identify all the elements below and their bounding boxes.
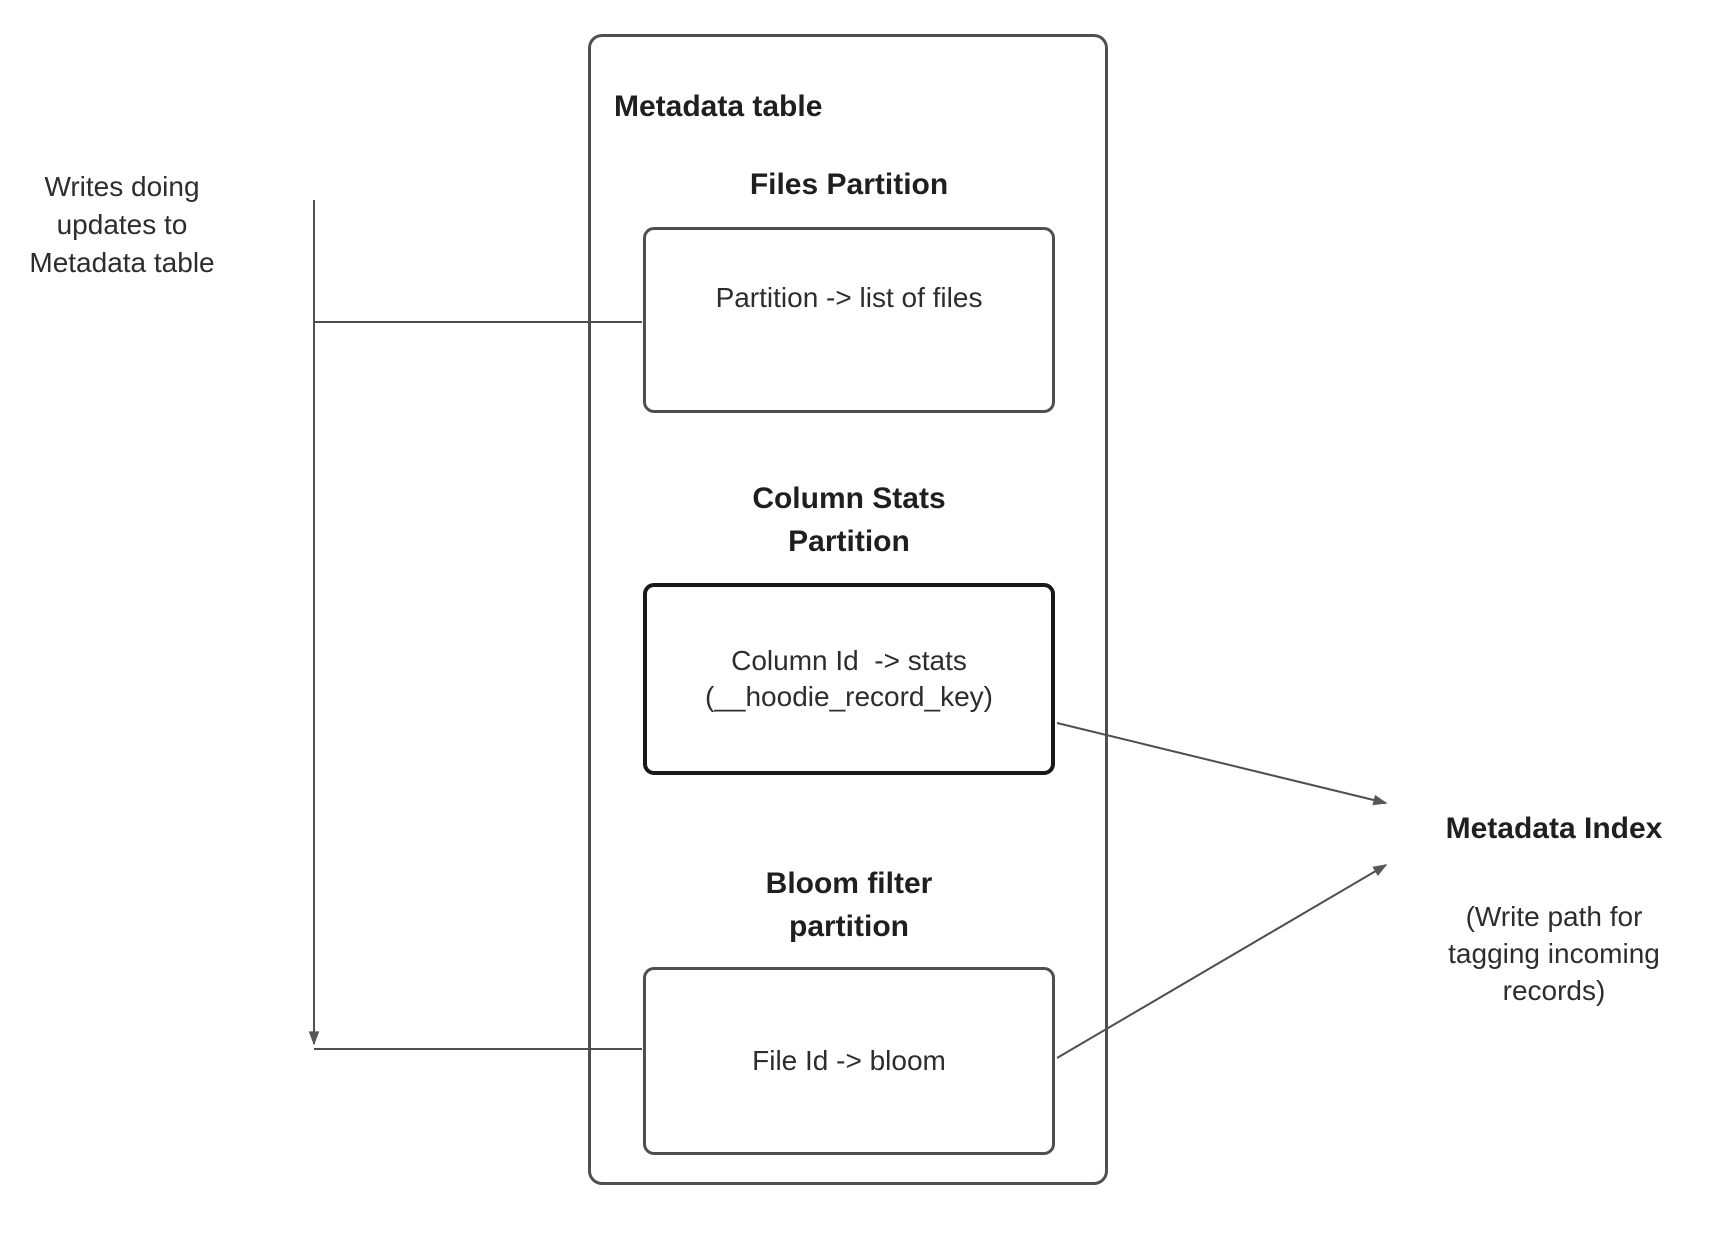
metadata-table-box (588, 34, 1108, 1185)
metadata-index-title: Metadata Index (1445, 812, 1663, 845)
column-stats-box-label: Column Id -> stats (__hoodie_record_key) (705, 645, 993, 712)
column-stats-partition-heading: Column Stats Partition (752, 482, 946, 558)
bloom-filter-box-label: File Id -> bloom (752, 1045, 946, 1076)
bloom-filter-partition-box: File Id -> bloom (643, 967, 1055, 1155)
metadata-index-subtitle: (Write path for tagging incoming records… (1448, 901, 1660, 1006)
writes-updates-note: Writes doing updates to Metadata table (29, 171, 215, 278)
files-partition-box-label: Partition -> list of files (715, 282, 983, 313)
bloom-filter-partition-heading: Bloom filter partition (765, 867, 933, 943)
files-partition-heading: Files Partition (749, 168, 949, 201)
metadata-table-title: Metadata table (614, 90, 823, 123)
column-stats-partition-box: Column Id -> stats (__hoodie_record_key) (643, 583, 1055, 775)
files-partition-box: Partition -> list of files (643, 227, 1055, 413)
